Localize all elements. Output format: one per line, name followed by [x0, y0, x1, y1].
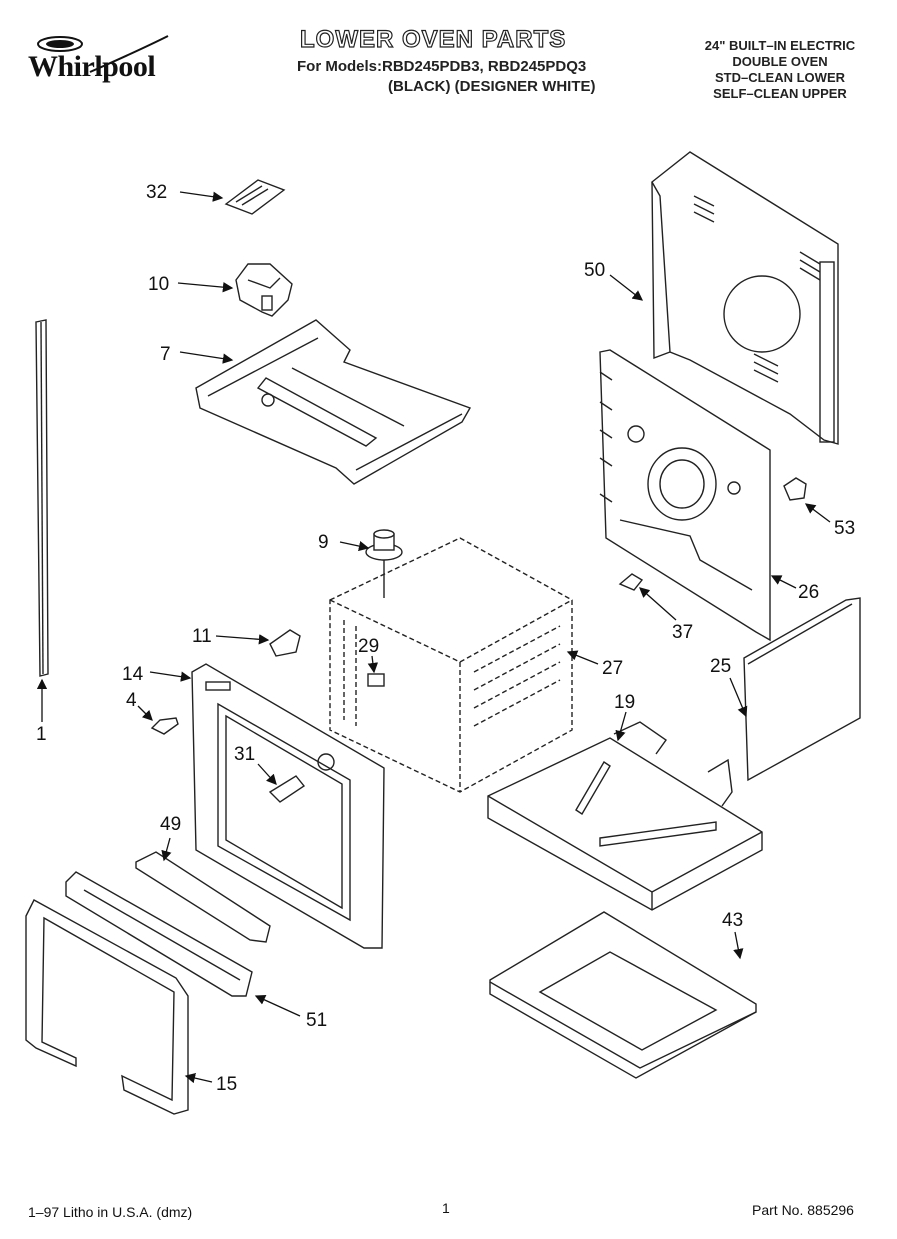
callout-1: 1: [36, 724, 47, 745]
callout-26: 26: [798, 582, 819, 603]
spec-line: 24" BUILT–IN ELECTRIC: [704, 38, 856, 53]
model-numbers: For Models:RBD245PDB3, RBD245PDQ3: [297, 58, 587, 75]
part-number: Part No. 885296: [752, 1202, 854, 1218]
part-37-bracket: [618, 573, 644, 591]
part-43-broiler-pan: [489, 911, 757, 1079]
part-51-vent-trim: [65, 871, 253, 997]
callout-7: 7: [160, 344, 171, 365]
callout-9: 9: [318, 532, 329, 553]
callout-19: 19: [614, 692, 635, 713]
logo-swoosh-icon: [37, 35, 169, 73]
part-9-knob: [365, 529, 403, 598]
callout-43: 43: [722, 910, 743, 931]
part-7-top-panel: [195, 319, 472, 485]
part-27-oven-cavity: [329, 537, 573, 793]
part-32-label-plate: [224, 179, 286, 215]
part-50-rear-panel: [651, 151, 839, 445]
callout-25: 25: [710, 656, 731, 677]
part-14-front-frame: [191, 663, 385, 949]
part-49-strip: [135, 851, 271, 943]
part-29-sensor: [367, 673, 385, 687]
part-19-tray: [487, 721, 763, 911]
callout-37: 37: [672, 622, 693, 643]
model-colors: (BLACK) (DESIGNER WHITE): [388, 78, 596, 95]
callout-50: 50: [584, 260, 605, 281]
part-53-clip: [783, 477, 807, 501]
part-25-side-panel: [743, 597, 861, 782]
page-title: LOWER OVEN PARTS: [299, 25, 567, 53]
callout-31: 31: [234, 744, 255, 765]
spec-line: SELF–CLEAN UPPER: [713, 86, 847, 101]
spec-line: STD–CLEAN LOWER: [715, 70, 845, 85]
callout-27: 27: [602, 658, 623, 679]
leader-lines: [36, 191, 831, 1084]
callout-53: 53: [834, 518, 855, 539]
appliance-spec: 24" BUILT–IN ELECTRIC DOUBLE OVEN STD–CL…: [680, 38, 880, 102]
spec-line: DOUBLE OVEN: [732, 54, 828, 69]
litho-note: 1–97 Litho in U.S.A. (dmz): [28, 1204, 193, 1220]
part-4-screw: [150, 717, 179, 735]
part-15-gasket: [25, 899, 189, 1115]
part-31-switch: [268, 775, 306, 803]
whirlpool-logo: Whirlpool: [20, 30, 185, 90]
callout-14: 14: [122, 664, 144, 685]
callout-32: 32: [146, 182, 167, 203]
callout-11: 11: [192, 626, 212, 647]
part-1-rod: [35, 319, 49, 677]
callout-10: 10: [148, 274, 169, 295]
callout-4: 4: [126, 690, 137, 711]
brand-name: Whirlpool: [28, 50, 156, 83]
callout-49: 49: [160, 814, 181, 835]
part-10-bracket: [235, 263, 293, 317]
page-number: 1: [442, 1200, 450, 1216]
part-26-back-frame: [599, 349, 771, 642]
callout-51: 51: [306, 1010, 327, 1031]
callout-29: 29: [358, 636, 379, 657]
callout-15: 15: [216, 1074, 237, 1095]
part-11-socket: [269, 629, 301, 657]
